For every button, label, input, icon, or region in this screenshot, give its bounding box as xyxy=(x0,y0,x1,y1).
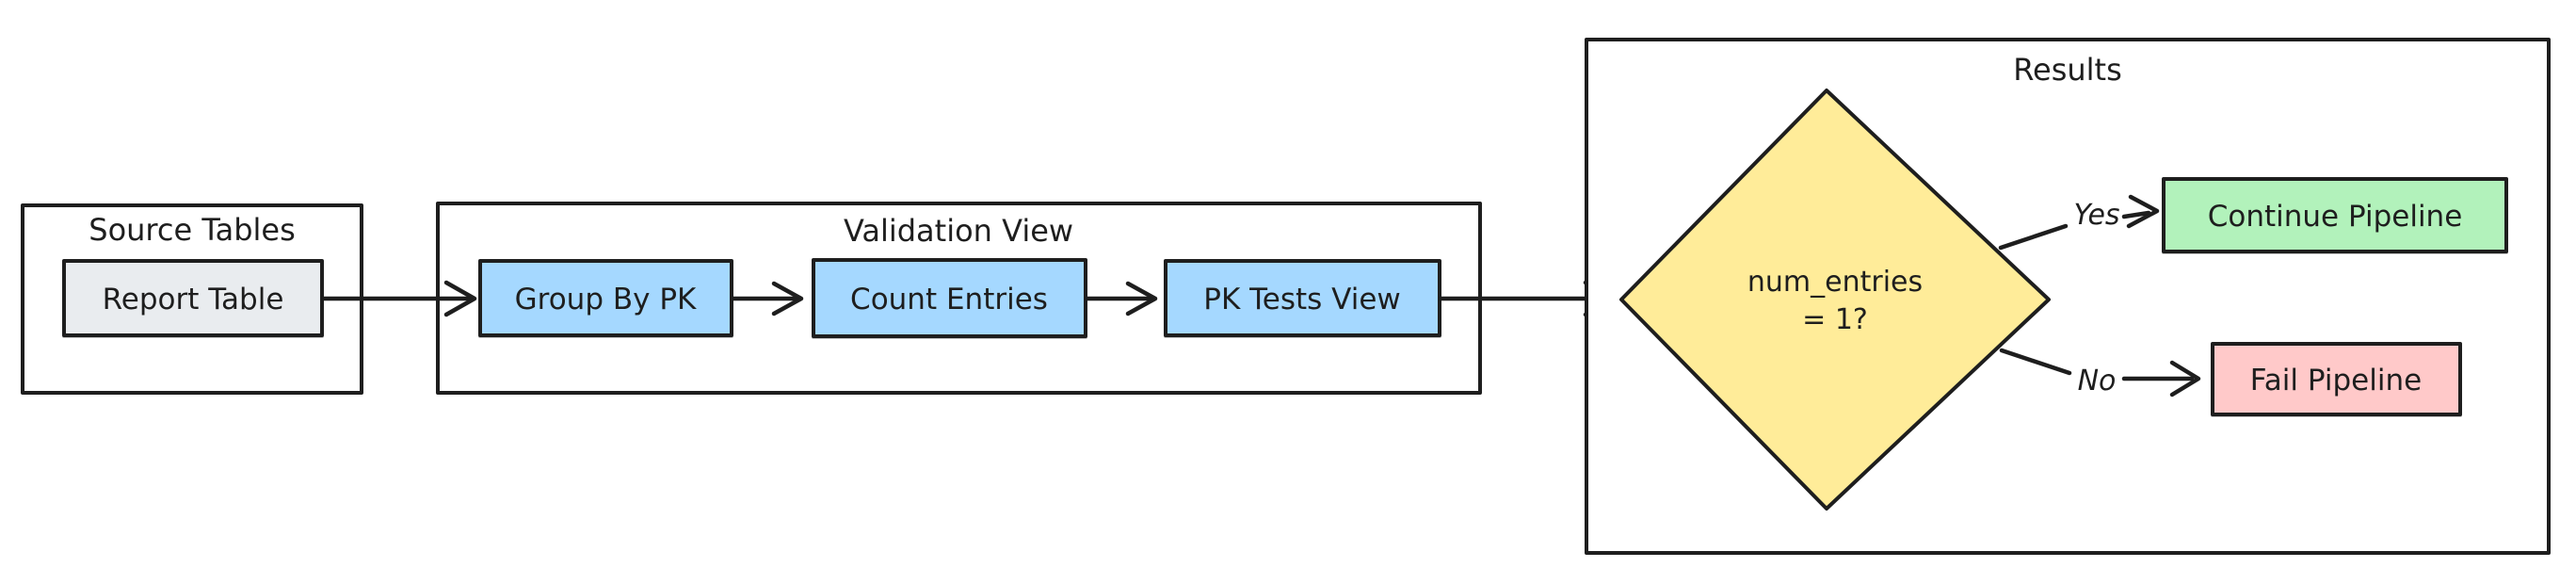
fail-pipeline-node: Fail Pipeline xyxy=(2211,342,2462,416)
arrowhead-icon xyxy=(2169,360,2201,397)
continue-pipeline-node: Continue Pipeline xyxy=(2162,177,2508,253)
results-group: Results num_entries = 1? Yes No xyxy=(1585,38,2551,555)
no-branch-line xyxy=(1999,348,2072,376)
yes-branch-line xyxy=(1998,223,2069,251)
source-tables-group: Source Tables Report Table xyxy=(21,203,363,395)
arrow-count-entries-to-pk-tests-view xyxy=(1085,281,1158,316)
group-by-pk-label: Group By PK xyxy=(515,283,697,316)
continue-pipeline-box xyxy=(2162,177,2508,253)
count-entries-label: Count Entries xyxy=(850,283,1048,316)
results-title: Results xyxy=(2013,52,2122,88)
report-table-node: Report Table xyxy=(62,259,324,337)
group-by-pk-node: Group By PK xyxy=(478,259,733,337)
pk-tests-view-label: PK Tests View xyxy=(1203,283,1401,316)
arrow-group-by-pk-to-count-entries xyxy=(731,281,804,316)
report-table-box xyxy=(62,259,324,337)
arrowhead-icon xyxy=(443,280,477,317)
report-table-label: Report Table xyxy=(103,283,284,316)
fail-pipeline-label: Fail Pipeline xyxy=(2250,364,2422,397)
arrowhead-icon xyxy=(2126,194,2160,229)
source-tables-title: Source Tables xyxy=(89,212,296,248)
pk-tests-view-node: PK Tests View xyxy=(1164,259,1441,337)
count-entries-box xyxy=(812,258,1087,338)
count-entries-node: Count Entries xyxy=(812,258,1087,338)
yes-arrow-line xyxy=(2121,210,2151,219)
pk-tests-view-box xyxy=(1164,259,1441,337)
validation-view-group: Validation View Group By PK Count Entrie… xyxy=(436,202,1482,395)
decision-label-line2: = 1? xyxy=(1802,303,1868,336)
continue-pipeline-label: Continue Pipeline xyxy=(2208,200,2463,234)
arrow-report-to-group-by-pk xyxy=(321,280,477,317)
yes-branch-label: Yes xyxy=(2073,199,2119,232)
validation-view-title: Validation View xyxy=(844,213,1073,249)
decision-diamond xyxy=(1619,89,2051,511)
no-branch-arrow: No xyxy=(1999,348,2201,397)
arrowhead-icon xyxy=(1125,281,1158,316)
yes-branch-arrow: Yes xyxy=(1998,194,2160,251)
fail-pipeline-box xyxy=(2211,342,2462,416)
decision-label-line1: num_entries xyxy=(1747,266,1923,299)
arrowhead-icon xyxy=(771,281,804,316)
decision-diamond-node: num_entries = 1? xyxy=(1619,89,2051,511)
no-branch-label: No xyxy=(2078,365,2117,397)
